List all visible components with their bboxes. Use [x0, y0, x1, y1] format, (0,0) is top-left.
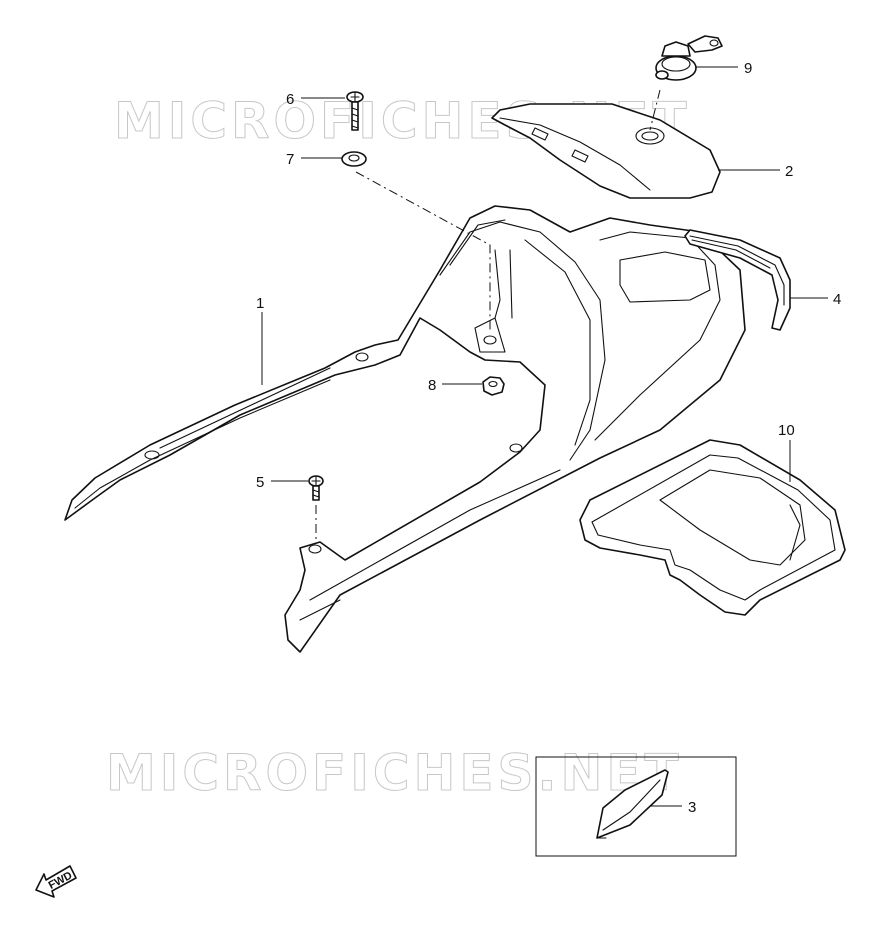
assembly-line-9	[649, 89, 661, 131]
callout-9: 9	[744, 60, 752, 77]
part-3-emblem	[596, 769, 669, 839]
fwd-label: FWD	[47, 870, 75, 892]
part-6-screw	[346, 91, 364, 131]
part-7-grommet	[341, 151, 367, 167]
inset-frame	[535, 756, 737, 857]
callout-7: 7	[286, 151, 294, 168]
part-5-screw	[308, 475, 324, 501]
callout-2: 2	[785, 163, 793, 180]
callout-5: 5	[256, 474, 264, 491]
watermark-bottom: MICROFICHES.NET	[106, 744, 683, 802]
part-1-rear-frame	[64, 205, 746, 653]
callout-1: 1	[256, 295, 264, 312]
part-3-inset	[535, 756, 737, 857]
fwd-indicator: FWD	[35, 865, 77, 898]
assembly-line-7	[355, 171, 491, 330]
part-9-seat-lock	[655, 35, 723, 81]
part-8-nut	[482, 376, 505, 396]
part-10-tray	[579, 439, 846, 616]
callout-8: 8	[428, 377, 436, 394]
callout-6: 6	[286, 91, 294, 108]
part-4-side-trim	[684, 229, 791, 331]
callout-3: 3	[688, 799, 696, 816]
forward-arrow-icon	[35, 865, 77, 898]
callout-10: 10	[778, 422, 795, 439]
callout-4: 4	[833, 291, 841, 308]
part-2-tail-cover	[491, 103, 721, 199]
